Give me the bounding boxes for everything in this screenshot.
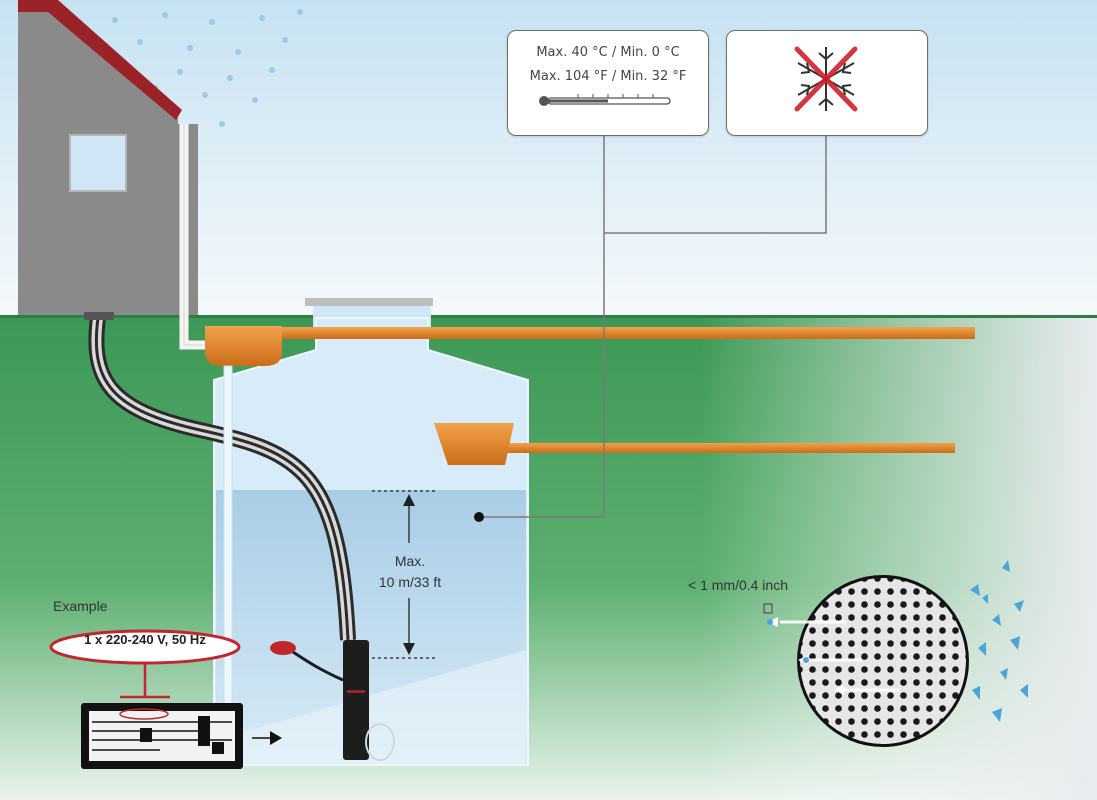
connector-lines — [480, 134, 827, 518]
water-tank — [213, 298, 529, 766]
thermometer-icon — [539, 94, 671, 106]
temperature-celsius: Max. 40 °C / Min. 0 °C — [536, 45, 680, 60]
voltage-label: 1 x 220-240 V, 50 Hz — [84, 632, 206, 647]
inlet-pipe — [205, 326, 975, 366]
no-frost-icon — [794, 46, 858, 112]
arrow-icon — [270, 731, 282, 745]
frost-card — [726, 30, 928, 136]
connector-dot — [474, 512, 484, 522]
temperature-card: Max. 40 °C / Min. 0 °C Max. 104 °F / Min… — [507, 30, 709, 136]
overflow-pipe — [434, 423, 955, 465]
voltage-callout — [49, 629, 241, 699]
pump — [270, 640, 395, 761]
depth-markers — [372, 490, 436, 659]
max-depth-label-line2: 10 m/33 ft — [378, 574, 442, 590]
example-label: Example — [53, 598, 108, 614]
max-depth-label-line1: Max. — [394, 553, 426, 569]
temperature-fahrenheit: Max. 104 °F / Min. 32 °F — [529, 69, 687, 84]
discharge-hose — [88, 316, 356, 641]
mesh-size-label: < 1 mm/0.4 inch — [688, 577, 788, 593]
nameplate-icon — [81, 703, 243, 769]
debris-particles — [970, 560, 1028, 722]
max-depth-label: Max. 10 m/33 ft — [360, 551, 460, 593]
filter-mesh-icon — [768, 575, 969, 747]
